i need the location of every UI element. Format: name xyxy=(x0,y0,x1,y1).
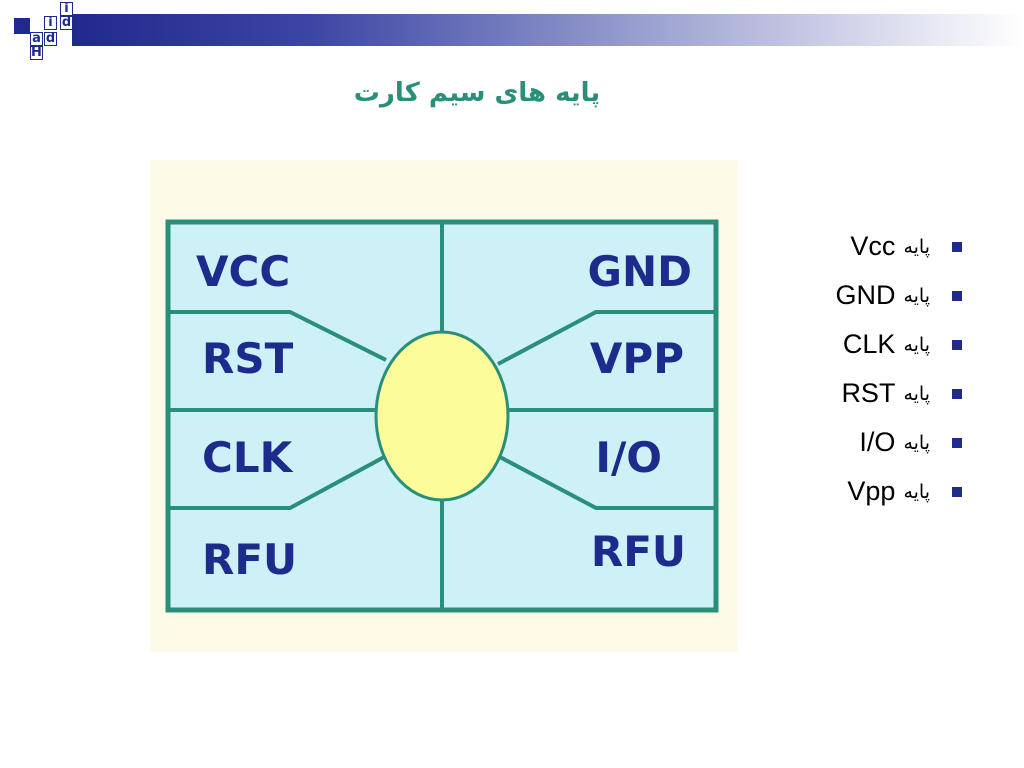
pin-name: GND xyxy=(835,280,896,310)
list-item: GND پایه xyxy=(722,271,962,320)
list-item: CLK پایه xyxy=(722,320,962,369)
pin-word: پایه xyxy=(903,431,930,454)
pin-label-gnd: GND xyxy=(588,247,693,296)
logo-letter: H xyxy=(30,45,43,60)
pin-word: پایه xyxy=(903,235,930,258)
contact-line-vcc-rst xyxy=(170,310,387,362)
logo-letter: a xyxy=(30,32,43,46)
pin-name: CLK xyxy=(842,329,896,359)
pin-label-vcc: VCC xyxy=(196,247,290,296)
slide-title: پایه های سیم کارت xyxy=(353,78,601,108)
pin-name: Vpp xyxy=(847,476,896,506)
contact-line-gnd-vpp xyxy=(497,310,714,366)
site-logo: i d i a d H xyxy=(0,0,80,64)
pin-name: Vcc xyxy=(850,231,896,261)
square-bullet-icon xyxy=(952,339,962,350)
contact-line-clk-rfu xyxy=(170,454,387,510)
logo-square xyxy=(14,18,30,34)
chip-center-die xyxy=(374,330,510,502)
chip-contact-lines xyxy=(170,224,714,608)
pin-name: I/O xyxy=(859,427,896,457)
square-bullet-icon xyxy=(952,241,962,252)
pin-list: Vcc پایه GND پایه CLK پایه RST پایه I/O … xyxy=(722,222,962,516)
pin-word: پایه xyxy=(903,480,930,503)
left-pin-labels: VCC RST CLK RFU xyxy=(196,247,297,584)
logo-letter: d xyxy=(44,31,57,46)
pin-label-io: I/O xyxy=(595,433,662,482)
list-item: Vcc پایه xyxy=(722,222,962,271)
right-pin-labels: GND VPP I/O RFU xyxy=(588,247,693,576)
pin-label-rfu-right: RFU xyxy=(591,527,686,576)
contact-line-io-rfu xyxy=(497,454,714,510)
logo-letter: d xyxy=(60,15,73,30)
header-gradient-bar xyxy=(72,14,1024,46)
pin-name: RST xyxy=(841,378,896,408)
pin-label-clk: CLK xyxy=(202,433,294,482)
list-item: I/O پایه xyxy=(722,418,962,467)
list-item: RST پایه xyxy=(722,369,962,418)
logo-letter: i xyxy=(44,16,57,30)
pin-word: پایه xyxy=(903,333,930,356)
square-bullet-icon xyxy=(952,388,962,399)
list-item: Vpp پایه xyxy=(722,467,962,516)
pin-label-vpp: VPP xyxy=(590,334,684,383)
pin-label-rfu-left: RFU xyxy=(202,535,297,584)
pin-word: پایه xyxy=(903,284,930,307)
sim-chip-svg: VCC RST CLK RFU GND VPP I/O RFU xyxy=(150,160,738,652)
sim-chip-diagram: VCC RST CLK RFU GND VPP I/O RFU xyxy=(150,160,738,652)
square-bullet-icon xyxy=(952,437,962,448)
square-bullet-icon xyxy=(952,486,962,497)
square-bullet-icon xyxy=(952,290,962,301)
logo-letter: i xyxy=(60,2,73,16)
pin-word: پایه xyxy=(903,382,930,405)
pin-label-rst: RST xyxy=(202,334,294,383)
